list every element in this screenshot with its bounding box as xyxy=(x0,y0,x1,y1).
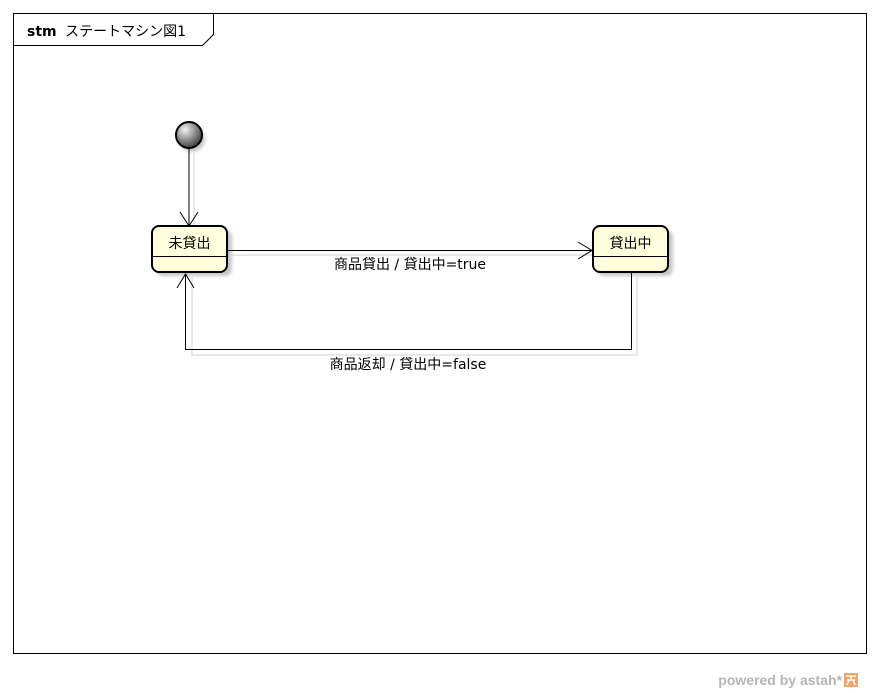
astah-watermark: powered by astah* xyxy=(718,672,858,688)
initial-node[interactable] xyxy=(175,121,205,152)
frame-keyword: stm xyxy=(27,24,57,40)
return-transition-shadow xyxy=(191,277,638,356)
state-lent-box xyxy=(592,225,669,273)
state-lent[interactable]: 貸出中 xyxy=(592,225,673,276)
transition-lend-label: 商品貸出 / 貸出中=true xyxy=(334,257,486,273)
transition-return-arrowhead xyxy=(176,273,195,289)
state-not-lent-box xyxy=(151,225,228,273)
transition-lend-arrowhead xyxy=(577,241,593,260)
state-not-lent-name: 未貸出 xyxy=(169,236,211,252)
diagram-frame: stm ステートマシン図1 xyxy=(13,13,867,654)
state-not-lent[interactable]: 未貸出 xyxy=(151,225,232,276)
frame-tab xyxy=(13,13,214,46)
transition-return-line xyxy=(185,273,632,350)
frame-title: stm ステートマシン図1 xyxy=(27,24,186,40)
transition-return-label: 商品返却 / 貸出中=false xyxy=(330,357,487,373)
watermark-text: powered by astah* xyxy=(718,672,842,688)
state-lent-name: 貸出中 xyxy=(610,236,652,252)
frame-name: ステートマシン図1 xyxy=(65,24,186,40)
astah-logo-icon xyxy=(844,673,858,687)
transition-return[interactable]: 商品返却 / 貸出中=false xyxy=(176,273,632,373)
transition-shadows xyxy=(191,153,638,356)
frame-border xyxy=(13,13,867,654)
initial-pseudostate-icon xyxy=(175,121,203,149)
transition-lend[interactable]: 商品貸出 / 貸出中=true xyxy=(228,241,593,273)
